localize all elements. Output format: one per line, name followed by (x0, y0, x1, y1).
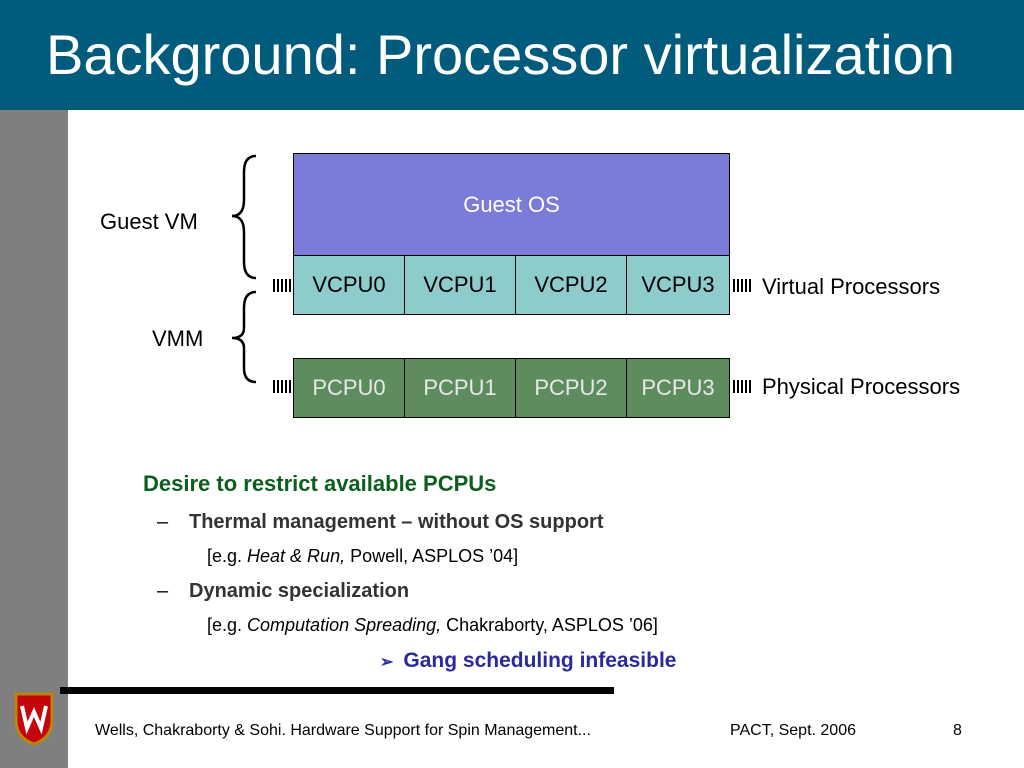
left-sidebar (0, 110, 68, 768)
vcpu-box: VCPU2 (515, 255, 627, 315)
vcpu-connector-right (733, 279, 753, 292)
page-number: 8 (953, 722, 962, 739)
arrow-bullet-icon: ➢ (380, 654, 394, 671)
reference-computation-spreading: [e.g. Computation Spreading, Chakraborty… (207, 615, 658, 635)
conclusion-bullet: ➢ Gang scheduling infeasible (380, 649, 676, 673)
footer-venue: PACT, Sept. 2006 (730, 722, 856, 739)
university-crest-icon (14, 692, 54, 746)
sub-bullet-thermal: Thermal management – without OS support (189, 511, 604, 533)
pcpu-box: PCPU3 (626, 358, 730, 418)
vmm-label: VMM (152, 326, 204, 351)
sub-bullet-dynamic: Dynamic specialization (189, 580, 410, 602)
footer-authors: Wells, Chakraborty & Sohi. Hardware Supp… (95, 722, 591, 739)
guest-vm-brace (231, 154, 257, 280)
vcpu-connector-left (273, 279, 293, 292)
title-bar: Background: Processor virtualization (0, 0, 1024, 110)
virtual-processors-label: Virtual Processors (762, 274, 941, 299)
pcpu-box: PCPU2 (515, 358, 627, 418)
guest-os-box: Guest OS (293, 153, 730, 256)
vcpu-box: VCPU3 (626, 255, 730, 315)
pcpu-box: PCPU1 (404, 358, 516, 418)
conclusion-text: Gang scheduling infeasible (403, 649, 677, 672)
vcpu-box: VCPU1 (404, 255, 516, 315)
slide-title: Background: Processor virtualization (46, 23, 955, 86)
pcpu-box: PCPU0 (293, 358, 405, 418)
dash-bullet: – (157, 511, 169, 533)
brace-icons (231, 154, 257, 384)
guest-vm-label: Guest VM (100, 209, 198, 234)
pcpu-connector-right (733, 380, 753, 393)
dash-bullet: – (157, 580, 169, 602)
divider-line (60, 687, 614, 694)
reference-heat-run: [e.g. Heat & Run, Powell, ASPLOS ’04] (207, 546, 519, 566)
physical-processors-label: Physical Processors (762, 374, 961, 399)
main-bullet: Desire to restrict available PCPUs (143, 471, 497, 496)
footer-bar (68, 705, 1024, 768)
pcpu-connector-left (273, 380, 293, 393)
vmm-brace (231, 290, 257, 384)
vcpu-box: VCPU0 (293, 255, 405, 315)
